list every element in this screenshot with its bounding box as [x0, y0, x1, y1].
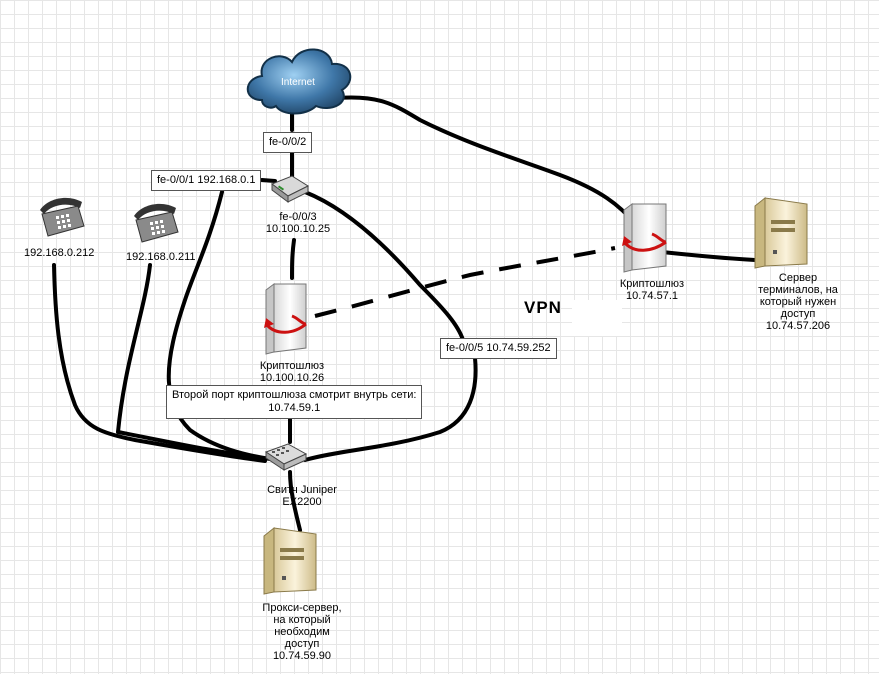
port-box-fe002: fe-0/0/2	[263, 132, 313, 153]
cable-phone2-switch	[116, 263, 264, 460]
cable-router-left-stub	[260, 178, 277, 183]
router-icon	[270, 175, 310, 203]
switch-label: Свитч Juniper EX2200	[267, 484, 337, 508]
phone-icon-2	[134, 203, 179, 243]
cable-internet-crypto-right	[336, 95, 638, 227]
internet-label: Internet	[281, 77, 315, 88]
second-port-note: Второй порт криптошлюза смотрит внутрь с…	[166, 385, 423, 419]
cable-fe005-switch	[303, 356, 478, 462]
cable-router-crypto-left	[290, 238, 296, 280]
vpn-label: VPN	[524, 298, 562, 317]
phone-icon-1	[40, 197, 85, 237]
vpn-tunnel	[314, 246, 616, 318]
terminal-server-icon	[754, 196, 808, 269]
port-box-fe005: fe-0/0/5 10.74.59.252	[440, 338, 557, 359]
cable-switch-proxy	[288, 470, 302, 532]
crypto-left-label: Криптошлюз 10.100.10.26	[259, 360, 325, 384]
port-box-fe001: fe-0/0/1 192.168.0.1	[151, 170, 262, 191]
internet-cloud-icon	[246, 48, 352, 115]
switch-icon	[264, 443, 308, 471]
blank-patch	[572, 300, 622, 336]
cable-router-fe005	[303, 190, 465, 342]
cable-crypto-right-terminal	[660, 250, 757, 262]
cable-phone1-switch	[52, 263, 267, 463]
crypto-right-label: Криптошлюз 10.74.57.1	[619, 278, 685, 302]
cable-router-switch-left	[166, 190, 272, 461]
router-label: fe-0/0/3 10.100.10.25	[265, 211, 331, 235]
phone1-label: 192.168.0.212	[24, 247, 95, 259]
terminal-server-label: Сервер терминалов, на который нужен дост…	[758, 272, 838, 332]
phone2-label: 192.168.0.211	[126, 251, 196, 263]
crypto-gateway-left-icon	[264, 283, 307, 355]
crypto-gateway-right-icon	[622, 203, 667, 273]
proxy-server-label: Прокси-сервер, на который необходим дост…	[262, 602, 342, 662]
proxy-server-icon	[263, 526, 317, 595]
